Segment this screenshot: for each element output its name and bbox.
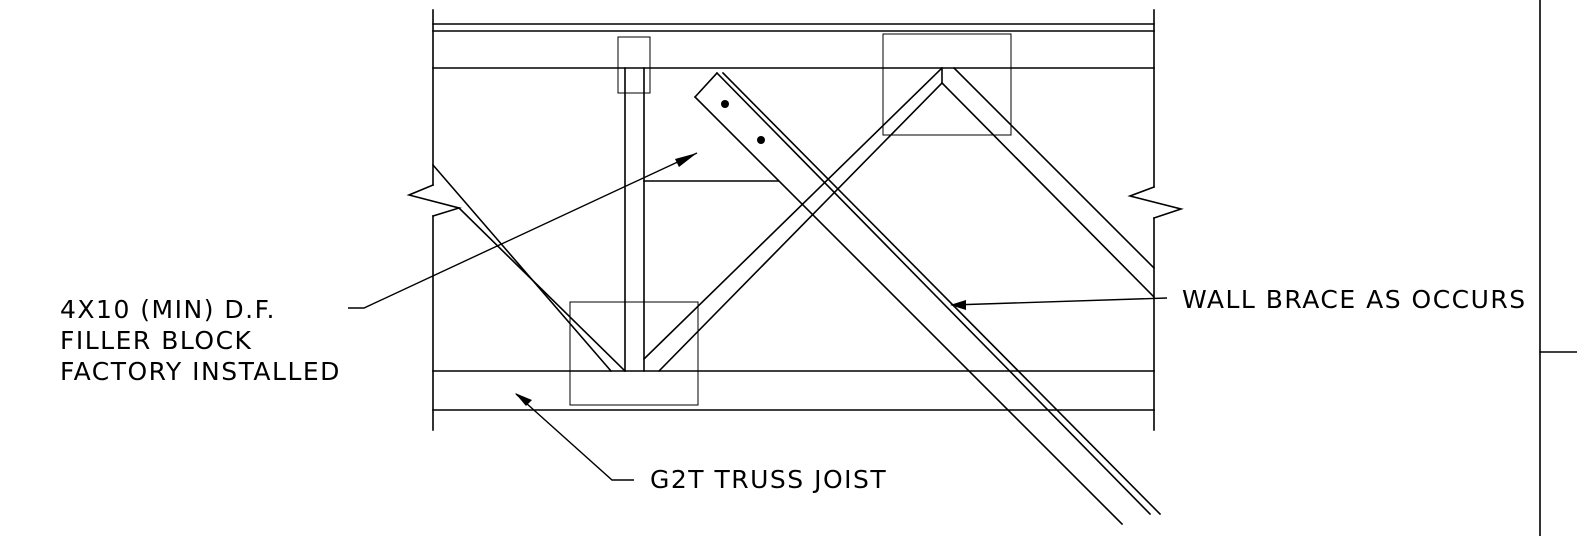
sheet-border [1539, 0, 1577, 536]
truss-joist-label: G2T TRUSS JOIST [650, 465, 888, 494]
top-chord [432, 23, 1155, 69]
leader-wall-brace [950, 297, 1168, 310]
filler-block-post [617, 36, 779, 372]
filler-block-label-line: FILLER BLOCK [60, 326, 253, 355]
wall-brace-label: WALL BRACE AS OCCURS [1182, 285, 1527, 314]
filler-block-label-line: 4X10 (MIN) D.F. [60, 295, 276, 324]
web-member-right [940, 66, 1156, 299]
filler-block-label-line: FACTORY INSTALLED [60, 357, 341, 386]
filler-block-label: 4X10 (MIN) D.F. FILLER BLOCK FACTORY INS… [60, 294, 341, 387]
connector-plate-bottom [569, 301, 699, 406]
leader-truss-joist [515, 393, 634, 481]
web-member-center [642, 66, 944, 373]
connector-plate-top [882, 33, 1012, 136]
wall-brace-bolt [721, 100, 729, 108]
wall-brace [693, 71, 1162, 526]
leader-filler-block [348, 152, 698, 309]
right-end-with-break-line [1127, 9, 1184, 431]
left-end-with-break-line [406, 9, 462, 431]
web-member-left [431, 163, 627, 373]
wall-brace-bolt [757, 136, 765, 144]
bottom-chord [432, 370, 1155, 411]
